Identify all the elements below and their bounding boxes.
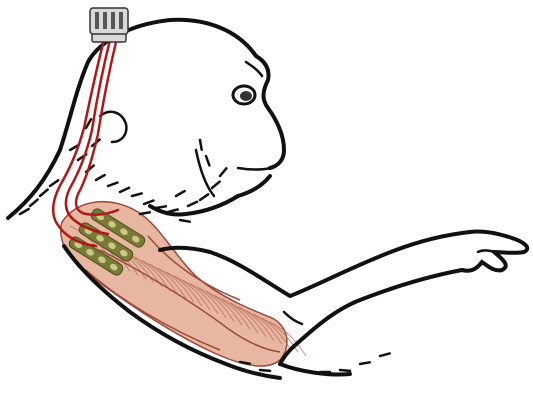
connector-pin <box>103 12 107 29</box>
elbow-tuft <box>284 312 302 324</box>
fur-stroke <box>188 202 197 206</box>
fur-stroke <box>108 183 117 186</box>
fur-stroke <box>300 370 310 372</box>
head-back-contour <box>8 20 256 218</box>
fur-stroke <box>50 180 58 186</box>
fur-stroke <box>360 362 370 364</box>
fur-stroke <box>96 175 105 180</box>
connector-pin <box>119 12 123 29</box>
jaw-contour <box>150 196 238 215</box>
fur-stroke <box>20 209 29 214</box>
fur-stroke <box>30 200 38 206</box>
mouth-line <box>238 168 272 170</box>
connector-pin <box>95 12 99 29</box>
brow-tuft <box>246 62 262 76</box>
connector-pin <box>111 12 115 29</box>
ear-contour <box>100 112 126 142</box>
forearm-bottom <box>280 270 462 364</box>
fur-stroke <box>220 168 226 176</box>
eye-pupil <box>240 91 252 101</box>
fur-stroke <box>176 191 185 196</box>
head-connector <box>90 8 128 42</box>
fur-stroke <box>206 156 209 165</box>
fur-stroke <box>180 220 190 222</box>
fur-stroke <box>212 182 220 188</box>
fur-stroke <box>168 209 178 212</box>
fur-stroke <box>140 212 150 214</box>
fur-stroke <box>144 201 153 204</box>
fur-stroke <box>120 188 129 192</box>
fur-stroke <box>200 194 208 200</box>
chin-contour <box>238 176 270 196</box>
finger-line <box>478 251 494 253</box>
fur-stroke <box>40 190 48 196</box>
fur-stroke <box>380 353 390 356</box>
fur-stroke <box>340 370 350 371</box>
forearm-top <box>210 232 470 296</box>
fur-stroke <box>200 140 202 150</box>
fur-stroke <box>260 370 270 371</box>
fur-stroke <box>132 193 142 196</box>
fur-stroke <box>156 206 166 208</box>
fur-stroke <box>240 362 250 364</box>
